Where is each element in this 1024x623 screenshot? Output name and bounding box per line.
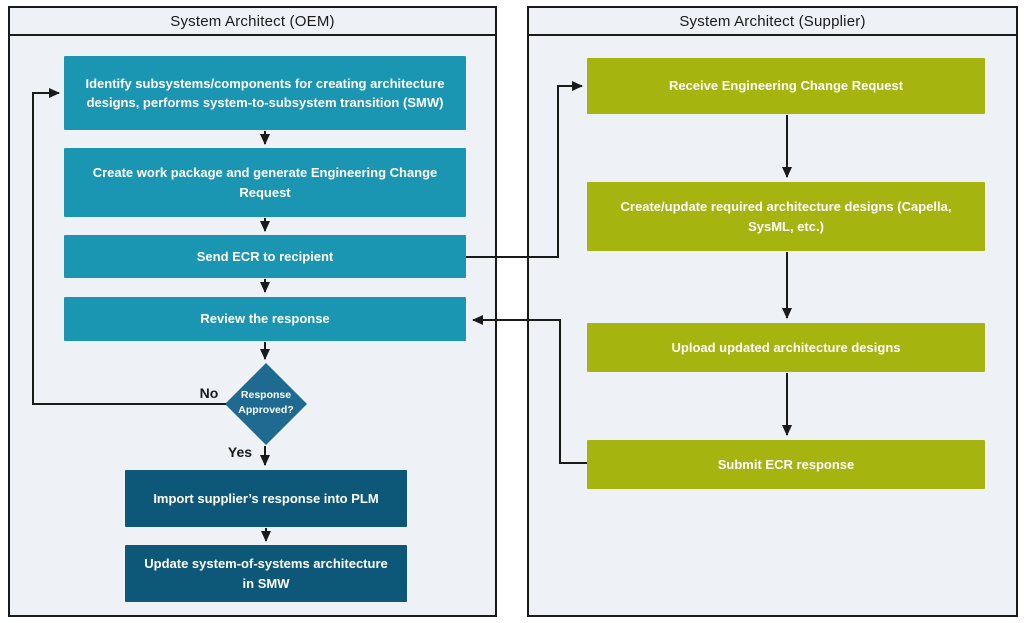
- step-create-update-designs: Create/update required architecture desi…: [587, 182, 985, 251]
- step-create-work-package: Create work package and generate Enginee…: [64, 148, 466, 217]
- lane-supplier-header: System Architect (Supplier): [529, 8, 1016, 36]
- decision-response-approved: Response Approved?: [238, 389, 294, 417]
- step-upload-designs: Upload updated architecture designs: [587, 323, 985, 372]
- lane-oem-title: System Architect (OEM): [170, 12, 335, 30]
- step-update-sos-architecture: Update system-of-systems architecture in…: [125, 545, 407, 602]
- step-identify-subsystems: Identify subsystems/components for creat…: [64, 56, 466, 130]
- step-receive-ecr: Receive Engineering Change Request: [587, 58, 985, 114]
- step-send-ecr: Send ECR to recipient: [64, 235, 466, 278]
- step-import-response-plm: Import supplier’s response into PLM: [125, 470, 407, 527]
- step-review-response: Review the response: [64, 297, 466, 341]
- branch-label-no: No: [199, 385, 219, 401]
- lane-supplier-title: System Architect (Supplier): [679, 12, 866, 30]
- step-submit-ecr-response: Submit ECR response: [587, 440, 985, 489]
- branch-label-yes: Yes: [227, 444, 253, 460]
- lane-oem-header: System Architect (OEM): [10, 8, 495, 36]
